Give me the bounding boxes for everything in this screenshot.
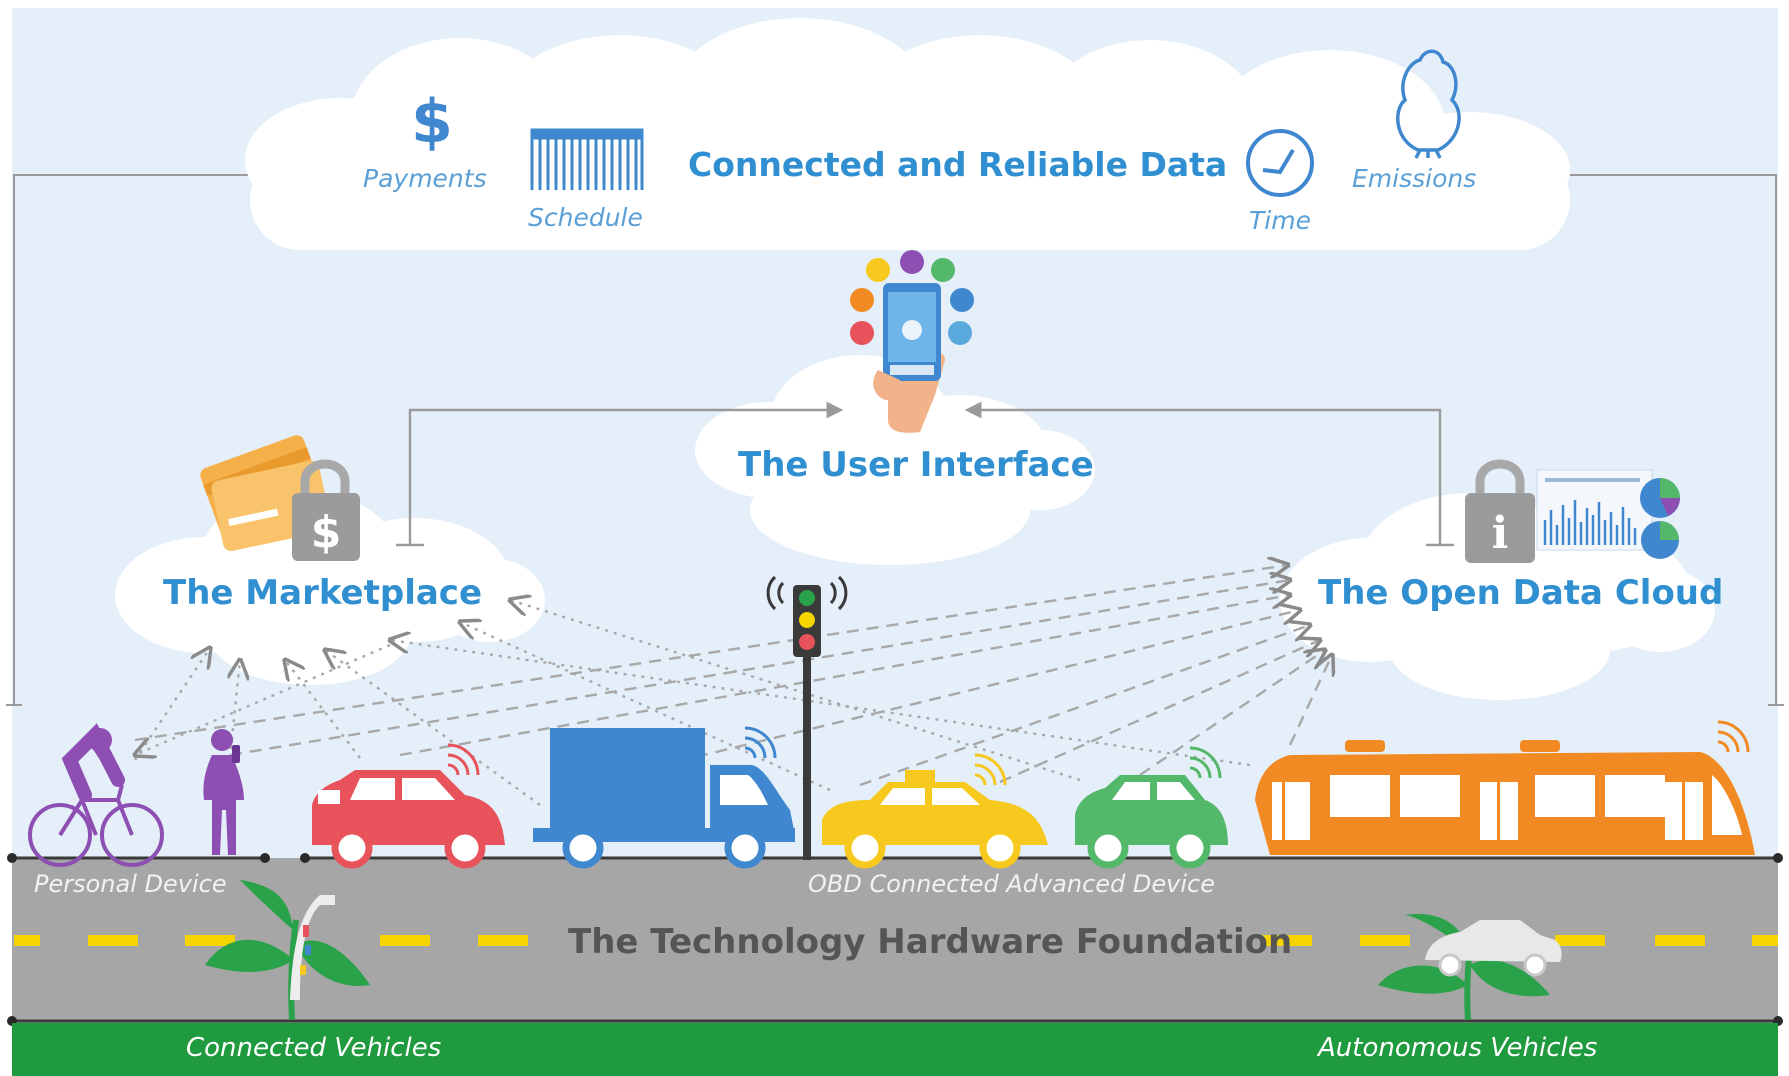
pie-chart-icon: [1641, 521, 1679, 559]
svg-text:$: $: [311, 507, 342, 558]
autonomous-car-icon: [1425, 920, 1562, 977]
user-interface-title: The User Interface: [738, 445, 1094, 485]
svg-text:$: $: [411, 87, 453, 157]
connected-vehicles-label: Connected Vehicles: [186, 1033, 442, 1063]
dollar-icon: $: [411, 87, 453, 157]
traffic-light-icon: [766, 575, 848, 860]
road-edge-lines: [12, 856, 1778, 1023]
clock-icon: [1246, 129, 1314, 197]
taxi-icon: [822, 753, 1048, 869]
credit-card-lock-icon: $: [200, 435, 360, 561]
pie-chart-icon: [1640, 478, 1680, 518]
truck-icon: [533, 726, 795, 869]
car-icon: [312, 743, 505, 869]
pedestrian-icon: [203, 729, 244, 855]
lane-markings: [14, 935, 1778, 946]
marketplace-cloud: [115, 490, 545, 685]
open-data-cloud-title: The Open Data Cloud: [1318, 573, 1724, 613]
sprout-icon: [1378, 914, 1562, 1021]
foundation-title: The Technology Hardware Foundation: [568, 922, 1293, 962]
emissions-label: Emissions: [1352, 164, 1477, 193]
payments-label: Payments: [363, 164, 487, 193]
autonomous-vehicles-label: Autonomous Vehicles: [1318, 1033, 1598, 1063]
ground-strip: [12, 1023, 1778, 1076]
marketplace-title: The Marketplace: [163, 573, 482, 613]
smartphone-app-icon: [850, 250, 974, 433]
data-cloud: [245, 18, 1570, 250]
outer-connector-lines: [6, 174, 1784, 706]
personal-device-label: Personal Device: [34, 870, 227, 898]
tree-icon: [1396, 49, 1461, 159]
data-cloud-title: Connected and Reliable Data: [688, 145, 1228, 184]
data-lock-icon: i: [1465, 459, 1680, 563]
open-data-cloud: [1280, 493, 1715, 700]
schedule-icon: [530, 128, 644, 190]
car-icon: [1075, 746, 1228, 869]
obd-device-label: OBD Connected Advanced Device: [808, 870, 1216, 898]
schedule-label: Schedule: [528, 203, 643, 232]
ui-connector-lines: [396, 401, 1454, 547]
sprout-icon: [205, 880, 370, 1021]
svg-text:i: i: [1492, 508, 1509, 559]
bicycle-icon: [28, 723, 164, 867]
bus-icon: [1255, 720, 1755, 855]
time-label: Time: [1249, 206, 1311, 235]
